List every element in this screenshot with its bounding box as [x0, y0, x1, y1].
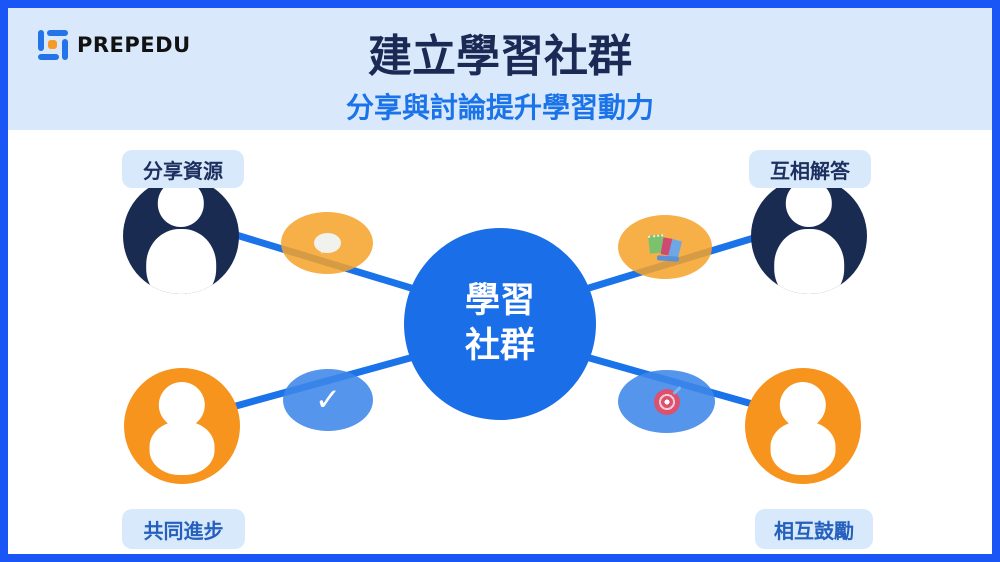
center-hub: 學習 社群: [404, 228, 596, 420]
checkmark-icon: ✓: [315, 381, 341, 418]
node-label-progress-together: 共同進步: [122, 509, 245, 549]
prepedu-logo-icon: [38, 30, 68, 60]
center-hub-label-line2: 社群: [464, 326, 535, 366]
logo: PREPEDU: [38, 30, 191, 60]
center-hub-label-line1: 學習: [464, 281, 535, 322]
node-label-mutual-answers: 互相解答: [749, 150, 871, 188]
header-band: PREPEDU 建立學習社群 分享與討論提升學習動力: [8, 8, 992, 130]
page-subtitle: 分享與討論提升學習動力: [345, 91, 654, 124]
node-label-mutual-encouragement: 相互鼓勵: [755, 509, 873, 549]
target-icon: [653, 385, 682, 415]
speech-bubble-icon: [313, 233, 341, 254]
avatar-bottom-right: [745, 368, 861, 484]
avatar-bottom-left: [124, 368, 240, 484]
avatar-top-right: [751, 178, 867, 294]
logo-text: PREPEDU: [77, 33, 191, 57]
page-title: 建立學習社群: [368, 31, 632, 82]
node-label-share-resources: 分享資源: [122, 150, 244, 188]
avatar-top-left: [123, 178, 239, 294]
connector-bubble-top-left: [281, 212, 373, 274]
connector-bubble-top-right: [618, 215, 712, 279]
connector-bubble-bottom-left: ✓: [283, 369, 373, 431]
connector-bubble-bottom-right: [618, 370, 715, 433]
books-icon: [648, 233, 683, 262]
